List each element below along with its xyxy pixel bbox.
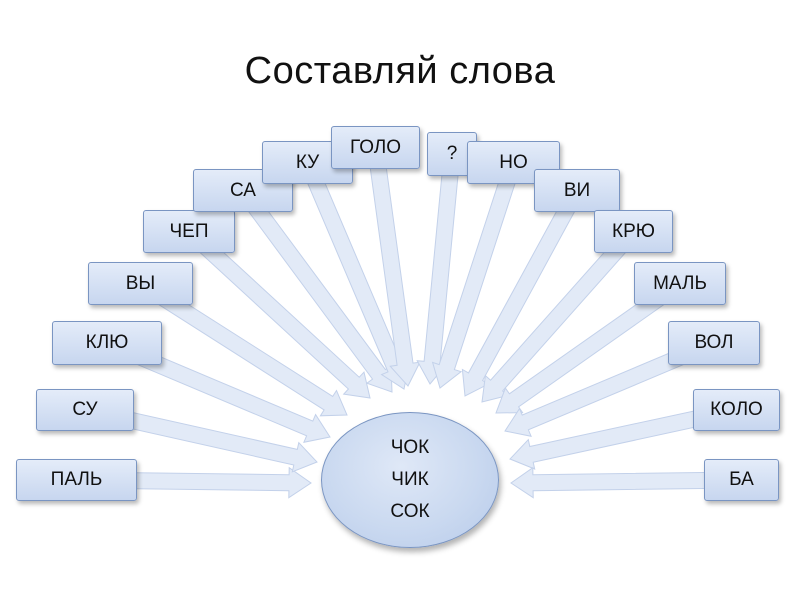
syllable-box-klyu[interactable]: КЛЮ	[52, 321, 162, 365]
ending-chik: ЧИК	[391, 469, 429, 490]
syllable-label: КУ	[295, 151, 320, 173]
syllable-box-vol[interactable]: ВОЛ	[668, 321, 760, 365]
syllable-label: МАЛЬ	[653, 272, 707, 294]
syllable-label: КРЮ	[612, 220, 655, 242]
syllable-box-mal[interactable]: МАЛЬ	[634, 262, 726, 305]
syllable-box-su[interactable]: СУ	[36, 389, 134, 431]
syllable-label: КЛЮ	[85, 332, 129, 353]
syllable-label: ВИ	[563, 179, 591, 201]
arrow-golo	[367, 145, 421, 387]
syllable-label: ВЫ	[125, 272, 156, 294]
syllable-box-chep[interactable]: ЧЕП	[143, 210, 235, 253]
arrow-no	[431, 159, 522, 389]
syllable-label: ГОЛО	[349, 136, 402, 158]
syllable-label: ?	[446, 143, 458, 164]
endings-oval: ЧОК ЧИК СОК	[321, 412, 499, 548]
arrow-kryu	[481, 225, 641, 403]
syllable-label: КОЛО	[710, 399, 763, 420]
syllable-box-pal[interactable]: ПАЛЬ	[16, 459, 137, 501]
syllable-box-kolo[interactable]: КОЛО	[693, 389, 780, 431]
syllable-label: СА	[230, 179, 256, 201]
syllable-box-no[interactable]: НО	[467, 141, 560, 184]
syllable-label: ВОЛ	[694, 332, 734, 353]
syllable-box-ba[interactable]: БА	[704, 459, 779, 501]
slide-title: Составляй слова	[244, 50, 556, 92]
ending-chok: ЧОК	[390, 437, 430, 458]
syllable-box-vy[interactable]: ВЫ	[88, 262, 193, 305]
arrow-vi	[461, 186, 585, 397]
syllable-box-golo[interactable]: ГОЛО	[331, 126, 420, 169]
syllable-label: ПАЛЬ	[50, 469, 103, 490]
syllable-label: БА	[729, 469, 754, 490]
syllable-label: ЧЕП	[169, 220, 209, 242]
syllable-box-kryu[interactable]: КРЮ	[594, 210, 673, 253]
ending-sok: СОК	[390, 501, 430, 522]
syllable-box-vi[interactable]: ВИ	[534, 169, 620, 212]
syllable-label: СУ	[72, 399, 98, 420]
syllable-label: НО	[499, 151, 528, 173]
arrow-mal	[495, 276, 686, 414]
